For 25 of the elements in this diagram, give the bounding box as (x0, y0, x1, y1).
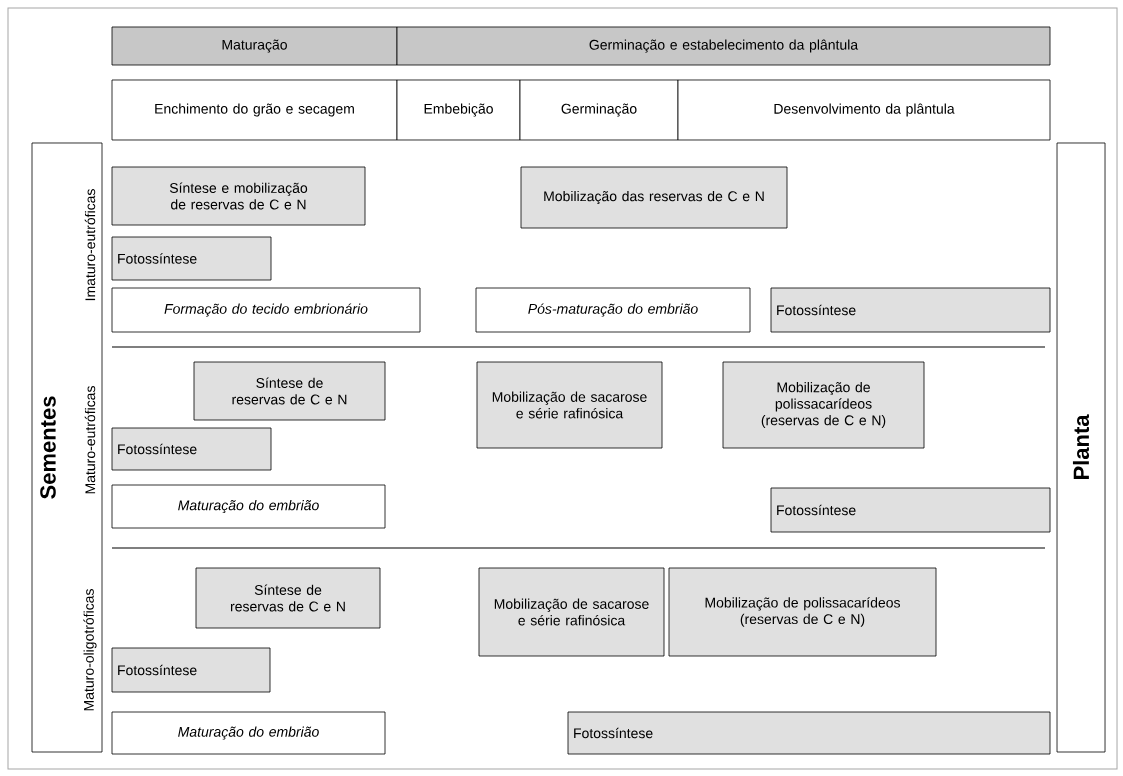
process-box: Fotossíntese (111, 647, 271, 693)
row-label: Imaturo-eutróficas (84, 189, 96, 301)
stage-box: Embebição (396, 79, 521, 141)
process-box: Formação do tecido embrionário (111, 287, 421, 333)
process-box: Maturação do embrião (111, 711, 386, 755)
process-box: Pós-maturação do embrião (475, 287, 751, 333)
process-box: Mobilização de sacarose e série rafinósica (476, 361, 663, 449)
stage-box: Germinação (519, 79, 679, 141)
group-band: Planta (1056, 142, 1106, 753)
phase-header: Maturação (111, 26, 398, 66)
process-box: Mobilização de polissacarídeos (reservas de C e N) (722, 361, 925, 449)
process-box: Síntese de reservas de C e N (193, 361, 386, 421)
process-box: Fotossíntese (770, 487, 1051, 533)
process-box: Mobilização das reservas de C e N (520, 166, 788, 229)
process-box: Síntese de reservas de C e N (195, 567, 381, 629)
process-box: Fotossíntese (111, 427, 272, 471)
row-label: Maturo-oligotróficas (83, 589, 97, 711)
process-box: Mobilização de polissacarídeos (reservas de C e N) (668, 567, 937, 657)
process-box: Fotossíntese (770, 287, 1051, 333)
process-box: Maturação do embrião (111, 484, 386, 529)
process-box: Mobilização de sacarose e série rafinósica (478, 567, 665, 657)
process-box: Síntese e mobilização de reservas de C e N (111, 166, 366, 226)
row-label: Maturo-eutróficas (84, 386, 96, 494)
process-box: Fotossíntese (567, 711, 1051, 755)
process-box: Fotossíntese (111, 236, 272, 281)
